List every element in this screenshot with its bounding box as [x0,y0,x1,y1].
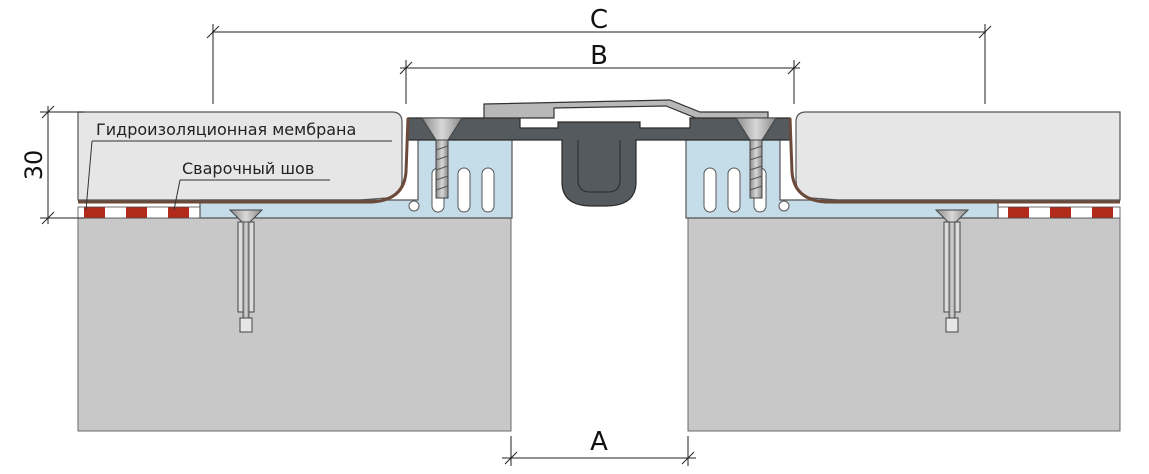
dimension-c-label: C [590,5,608,35]
screw-left [421,117,463,199]
rubber-insert [407,117,791,207]
callout-weld-label: Сварочный шов [182,159,314,178]
dimension-height [40,105,84,225]
membrane-line-right [788,117,1120,204]
dimension-a-label: A [590,427,608,457]
cover-plate [483,99,769,119]
screw-right [735,117,777,199]
dimension-height-label: 30 [20,150,48,181]
callout-membrane-leader [85,140,392,211]
concrete-slab-right [687,217,1121,432]
callout-membrane-label: Гидроизоляционная мембрана [96,120,356,139]
rubber-insert-inner [577,140,621,193]
membrane-line-left [78,117,410,204]
anchor-left [228,209,264,333]
concrete-slab-left [77,217,512,432]
dimension-c [206,24,992,104]
callout-weld-leader [173,179,330,211]
dimension-b [399,60,801,104]
dimension-b-label: B [590,41,608,71]
anchor-right [934,209,970,333]
screed-layer-right [795,111,1121,201]
dimension-a [502,436,696,466]
